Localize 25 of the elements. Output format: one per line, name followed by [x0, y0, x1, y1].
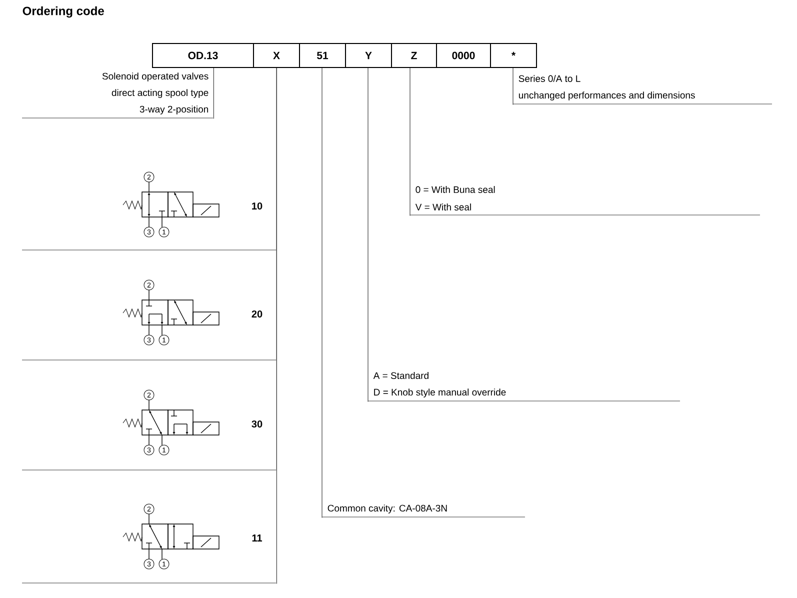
description-text: Solenoid operated valves [102, 72, 208, 82]
description-text: Series 0/A to L [518, 75, 580, 82]
description-text: V = With seal [415, 204, 471, 210]
description-text: unchanged performances and dimensions [518, 92, 695, 100]
code-cell: Y [345, 43, 392, 68]
description-text: Common cavity: CA-08A-3N [328, 504, 447, 514]
code-cell: * [490, 43, 537, 68]
description-text: 0 = With Buna seal [416, 186, 495, 193]
code-cell: 51 [299, 43, 346, 68]
leader-line [213, 68, 214, 119]
description-text: A = Standard [373, 372, 428, 379]
description-text: 3-way 2-position [140, 106, 208, 114]
leader-line [512, 68, 514, 105]
description-text: direct acting spool type [112, 89, 208, 98]
option-code: 30 [252, 420, 262, 428]
code-cell: X [253, 43, 300, 68]
code-cell: Z [391, 43, 437, 68]
title: Ordering code [22, 6, 104, 18]
description-text: D = Knob style manual override [374, 388, 506, 398]
code-cell: 0000 [436, 43, 491, 68]
code-cell: OD.13 [152, 43, 254, 68]
option-code: 20 [252, 310, 262, 318]
option-code: 11 [252, 534, 262, 542]
leader-line [276, 68, 277, 584]
option-code: 10 [252, 202, 262, 210]
